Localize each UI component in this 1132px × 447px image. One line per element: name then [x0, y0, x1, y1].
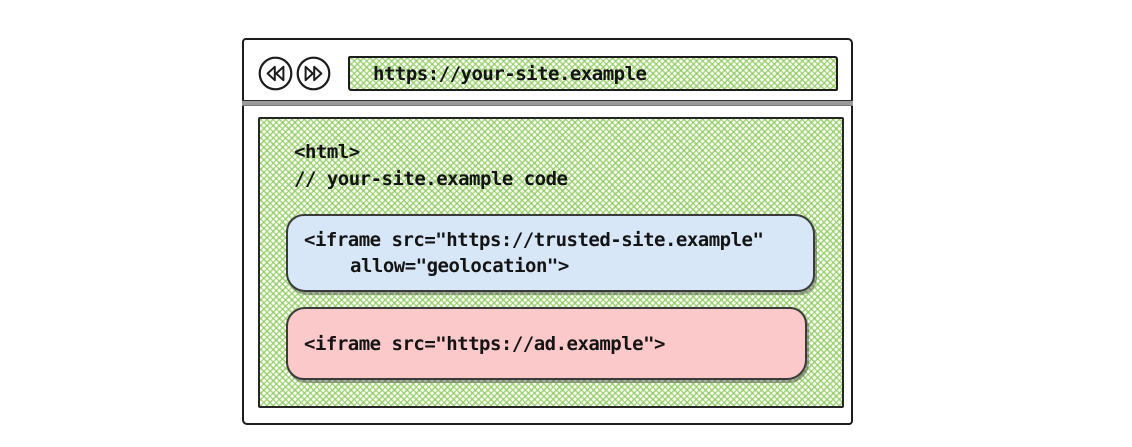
ad-iframe-box: <iframe src="https://ad.example">	[286, 307, 807, 380]
page-source-code: <html> // your-site.example code	[294, 139, 568, 193]
double-chevron-right-icon	[296, 56, 331, 91]
address-url: https://your-site.example	[373, 62, 647, 85]
address-bar[interactable]: https://your-site.example	[348, 56, 838, 91]
trusted-iframe-code-line: <iframe src="https://trusted-site.exampl…	[304, 229, 764, 251]
code-line-html: <html>	[294, 141, 360, 163]
code-line-comment: // your-site.example code	[294, 168, 568, 190]
trusted-iframe-box: <iframe src="https://trusted-site.exampl…	[286, 214, 815, 292]
page-content-area: <html> // your-site.example code <iframe…	[258, 117, 844, 408]
double-chevron-left-icon	[258, 56, 293, 91]
trusted-iframe-allow-line: allow="geolocation">	[350, 255, 569, 277]
toolbar-divider	[242, 100, 853, 106]
ad-iframe-code-line: <iframe src="https://ad.example">	[304, 332, 666, 355]
back-button[interactable]	[257, 55, 294, 92]
forward-button[interactable]	[295, 55, 332, 92]
browser-window: https://your-site.example <html> // your…	[242, 38, 853, 425]
browser-toolbar: https://your-site.example	[244, 40, 851, 102]
